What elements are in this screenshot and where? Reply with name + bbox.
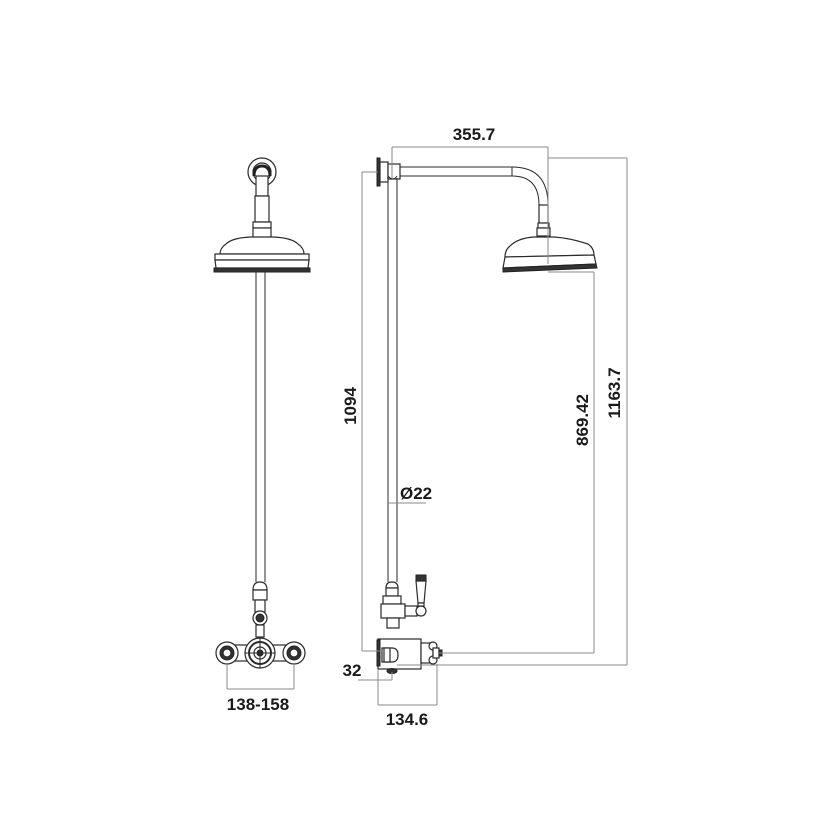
- label-arm-projection: 355.7: [453, 125, 496, 144]
- front-diverter: [252, 610, 268, 638]
- dimension-valve-centres: 138-158: [226, 664, 295, 714]
- front-riser-union: [252, 581, 268, 613]
- side-wall-plate: [376, 157, 389, 187]
- label-head-to-valve: 869.42: [573, 394, 592, 446]
- front-shower-arm: [252, 175, 272, 239]
- dimension-riser-diameter: Ø22: [388, 484, 432, 504]
- side-riser-pipe: [387, 175, 398, 582]
- front-riser-pipe: [255, 272, 266, 582]
- label-riser-height: 1094: [341, 387, 360, 425]
- dimension-valve-depth: 134.6: [377, 664, 438, 729]
- front-view: 138-158: [213, 157, 311, 714]
- dimension-head-to-valve: 869.42: [439, 271, 595, 654]
- dimension-overall-height: 1163.7: [397, 157, 628, 666]
- front-shower-head: [213, 236, 311, 273]
- side-view: 355.7 1094 Ø22 869.42 1163.7: [341, 125, 628, 729]
- label-overall-height: 1163.7: [605, 367, 624, 418]
- side-diverter-handle: [415, 574, 427, 607]
- label-riser-diameter: Ø22: [400, 484, 432, 503]
- side-shower-head: [502, 236, 598, 273]
- dimension-wall-offset: 32: [343, 661, 393, 681]
- side-riser-union: [380, 581, 427, 629]
- label-wall-offset: 32: [343, 661, 362, 680]
- label-valve-centres: 138-158: [227, 695, 289, 714]
- dimension-riser-height: 1094: [341, 171, 384, 652]
- side-valve-body: [376, 638, 443, 674]
- side-shower-arm: [387, 163, 551, 237]
- dimension-arm-projection: 355.7: [391, 125, 549, 264]
- label-valve-depth: 134.6: [386, 710, 429, 729]
- front-valve-body: [215, 637, 306, 669]
